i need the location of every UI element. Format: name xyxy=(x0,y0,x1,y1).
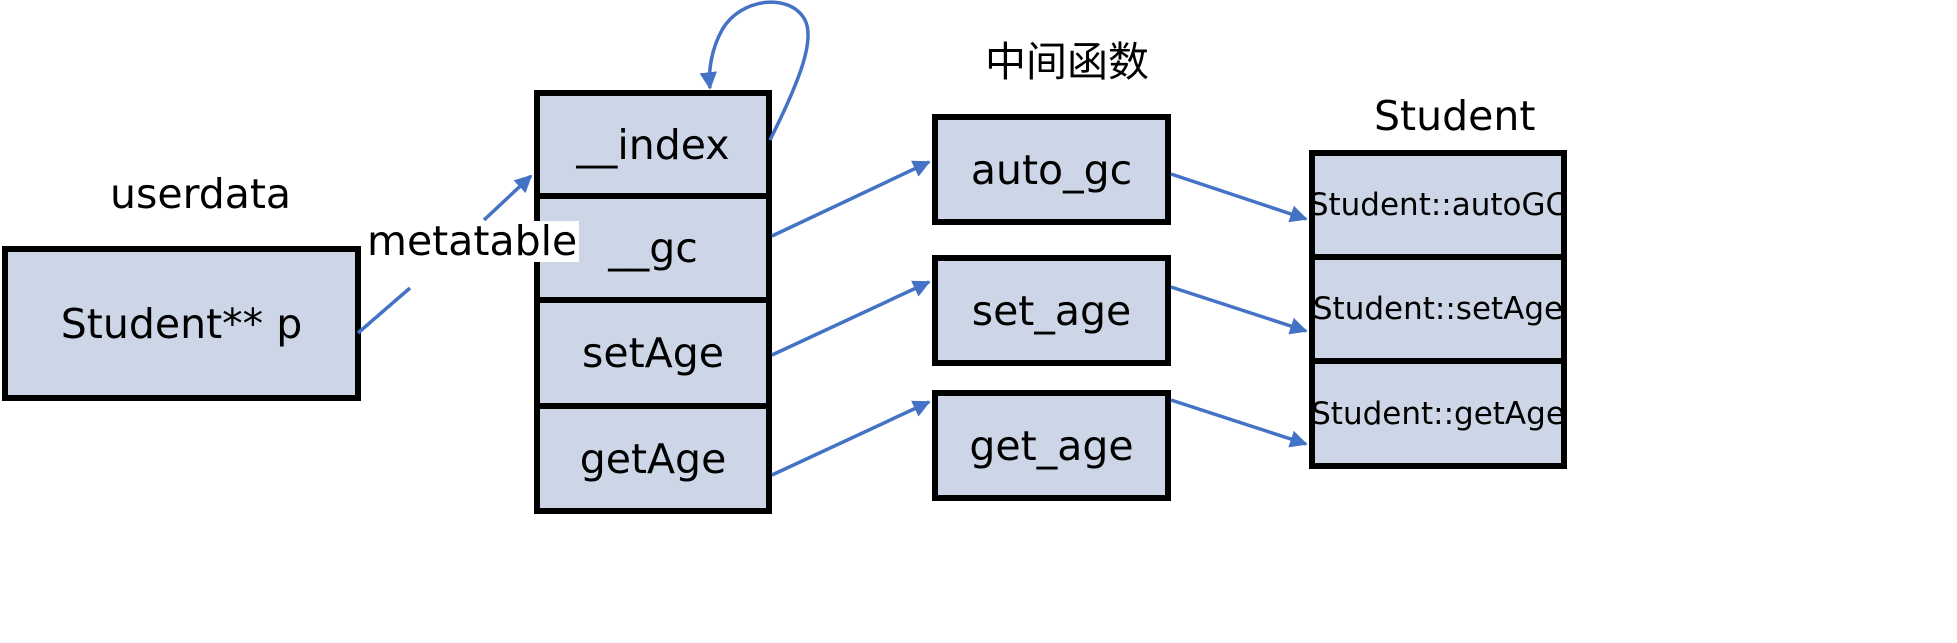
middle-function-label: auto_gc xyxy=(970,145,1133,194)
setage-to-set-age-arrow xyxy=(771,280,931,357)
getage-to-get-age-arrow xyxy=(771,400,931,477)
gc-to-auto-gc-arrow xyxy=(771,160,931,238)
student-method-setage: Student::setAge xyxy=(1309,254,1567,364)
get-age-to-getage-arrow xyxy=(1170,398,1308,448)
middle-function-set-age: set_age xyxy=(932,255,1171,366)
student-method-getage: Student::getAge xyxy=(1309,358,1567,469)
middle-function-get-age: get_age xyxy=(932,390,1171,501)
metatable-entry-label: __gc xyxy=(608,224,698,272)
student-method-label: Student::getAge xyxy=(1311,395,1565,432)
metatable-arrow-head xyxy=(482,174,533,222)
set-age-to-setage-arrow xyxy=(1170,285,1308,335)
student-method-autogc: Student::autoGC xyxy=(1309,150,1567,260)
student-method-label: Student::setAge xyxy=(1312,291,1564,327)
userdata-box: Student** p xyxy=(2,246,361,401)
middle-function-label: get_age xyxy=(969,421,1134,470)
metatable-entry-setage: setAge xyxy=(534,297,772,409)
metatable-entry-label: getAge xyxy=(579,434,727,483)
metatable-entry-label: __index xyxy=(576,120,730,169)
metatable-arrow-tail xyxy=(356,286,412,335)
metatable-edge-label: metatable xyxy=(365,217,580,265)
student-heading: Student xyxy=(1374,92,1536,140)
userdata-heading: userdata xyxy=(110,170,292,218)
metatable-entry-index: __index xyxy=(534,90,772,199)
userdata-box-label: Student** p xyxy=(60,299,303,348)
auto-gc-to-autogc-arrow xyxy=(1170,172,1308,223)
student-method-label: Student::autoGC xyxy=(1308,187,1568,223)
middle-functions-heading: 中间函数 xyxy=(985,38,1149,86)
metatable-entry-label: setAge xyxy=(582,329,724,377)
middle-function-label: set_age xyxy=(971,286,1132,335)
middle-function-auto-gc: auto_gc xyxy=(932,114,1171,225)
metatable-entry-getage: getAge xyxy=(534,403,772,514)
